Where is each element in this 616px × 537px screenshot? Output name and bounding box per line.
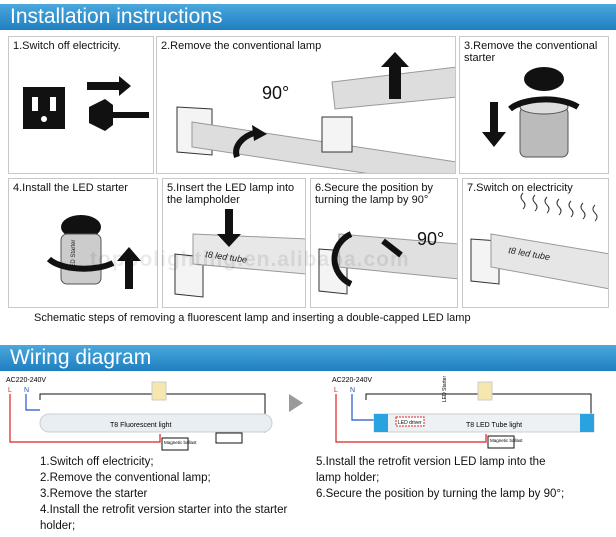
secure-lamp-illustration: 90°	[318, 229, 457, 295]
arrow-up-icon	[381, 52, 409, 99]
live-label: L	[8, 387, 12, 394]
step-6-panel: 6.Secure the position by turning the lam…	[310, 178, 458, 308]
starter-symbol	[151, 381, 167, 401]
socket-icon	[23, 87, 65, 129]
wiring-step: 6.Secure the position by turning the lam…	[316, 488, 565, 500]
tube-end	[215, 432, 243, 444]
angle-label: 90°	[262, 83, 289, 103]
switch-on-illustration: t8 led tube	[470, 192, 608, 290]
power-off-illustration	[23, 76, 149, 131]
voltage-label: AC220-240V	[332, 377, 372, 384]
angle-label: 90°	[417, 229, 444, 249]
remove-lamp-illustration: 90°	[176, 52, 455, 173]
live-label: L	[334, 387, 338, 394]
step-7-label: 7.Switch on electricity	[467, 182, 573, 194]
step-7-panel: 7.Switch on electricity t8 led tube	[462, 178, 609, 308]
ballast-label: Magnetic ballast	[164, 440, 197, 445]
led-cap-right	[580, 414, 594, 432]
step-3-label: 3.Remove the conventional starter	[464, 40, 598, 64]
step-2-panel: 2.Remove the conventional lamp 90°	[156, 36, 456, 174]
wiring-step: 1.Switch off electricity;	[40, 456, 154, 468]
rotate-arrow-icon	[331, 231, 353, 287]
wiring-step: holder;	[40, 520, 76, 532]
rotate-arrow-icon	[46, 256, 115, 272]
fluorescent-tube	[39, 413, 273, 433]
arrow-down-icon	[482, 102, 506, 147]
wiring-steps-right: 5.Install the retrofit version LED lamp …	[316, 454, 564, 502]
live-wire	[335, 394, 487, 443]
rotate-arrow-icon	[233, 129, 258, 159]
ballast-label: Magnetic ballast	[490, 438, 523, 443]
step-6-label: 6.Secure the position by turning the lam…	[315, 182, 434, 206]
insert-lamp-illustration: t8 led tube	[174, 209, 305, 298]
led-driver-box	[395, 416, 425, 427]
starter-label: LED Starter	[442, 376, 448, 402]
wiring-step: lamp holder;	[316, 472, 380, 484]
wiring-diagram-led: AC220-240V L N LED Starter LED driver T8…	[332, 376, 595, 449]
arrow-up-icon	[117, 247, 141, 289]
install-starter-illustration: LED Starter	[46, 215, 141, 289]
step-3-panel: 3.Remove the conventional starter	[459, 36, 609, 174]
arrow-right-icon	[87, 76, 131, 96]
wiring-diagram-conventional: AC220-240V L N T8 Fluorescent light Magn…	[6, 377, 273, 451]
wiring-step: 4.Install the retrofit version starter i…	[40, 504, 288, 516]
wiring-step: 5.Install the retrofit version LED lamp …	[316, 456, 546, 468]
installation-caption: Schematic steps of removing a fluorescen…	[34, 312, 471, 324]
wiring-banner: Wiring diagram	[0, 345, 616, 371]
wiring-step: 3.Remove the starter	[40, 488, 148, 500]
installation-title: Installation instructions	[10, 5, 223, 28]
wiring-title: Wiring diagram	[10, 346, 152, 369]
next-arrow-icon	[289, 394, 303, 412]
ballast-box	[487, 435, 515, 449]
wiring-step: 2.Remove the conventional lamp;	[40, 472, 211, 484]
led-tube	[490, 233, 608, 290]
led-cap-left	[374, 414, 388, 432]
wiring-steps-left: 1.Switch off electricity; 2.Remove the c…	[40, 454, 287, 534]
ballast-box	[161, 437, 189, 451]
tube-label: T8 LED Tube light	[466, 422, 522, 429]
step-4-panel: 4.Install the LED starter LED Starter	[8, 178, 158, 308]
starter-text: LED Starter	[71, 240, 77, 271]
step-1-panel: 1.Switch off electricity.	[8, 36, 154, 174]
neutral-wire	[351, 394, 374, 421]
driver-label: LED driver	[398, 420, 422, 426]
step-5-label: 5.Insert the LED lamp into the lampholde…	[167, 182, 295, 206]
step-5-panel: 5.Insert the LED lamp into the lampholde…	[162, 178, 306, 308]
installation-banner: Installation instructions	[0, 4, 616, 30]
neutral-label: N	[350, 387, 355, 394]
neutral-label: N	[24, 387, 29, 394]
light-rays	[520, 192, 598, 222]
arrow-down-icon	[217, 209, 241, 247]
watermark: toppolighting.en.alibaba.com	[90, 248, 410, 271]
rotate-arrow-icon	[508, 96, 580, 112]
neutral-wire	[25, 394, 40, 411]
tube-label: T8 Fluorescent light	[110, 422, 172, 429]
remove-starter-illustration	[482, 67, 580, 158]
led-tube	[192, 233, 305, 275]
plug-icon	[89, 99, 113, 131]
voltage-label: AC220-240V	[6, 377, 46, 384]
step-1-label: 1.Switch off electricity.	[13, 40, 121, 52]
step-4-label: 4.Install the LED starter	[13, 182, 128, 194]
live-wire	[9, 394, 161, 443]
starter-symbol	[477, 381, 493, 401]
step-2-label: 2.Remove the conventional lamp	[161, 40, 322, 52]
